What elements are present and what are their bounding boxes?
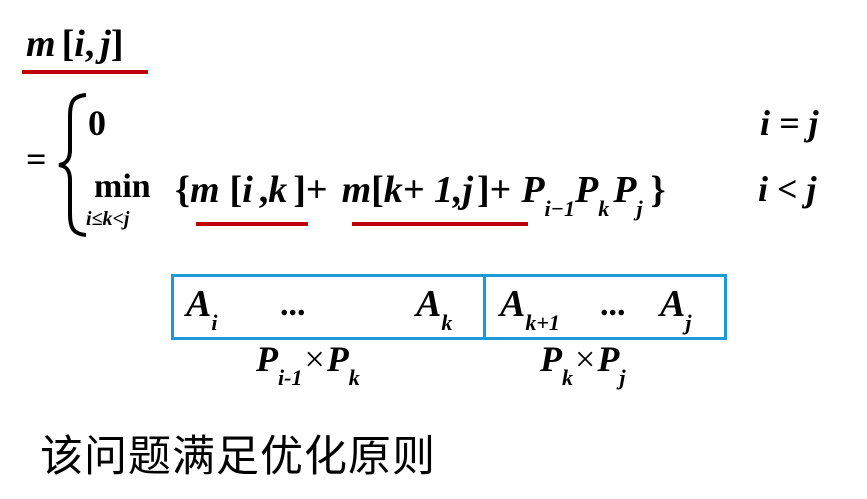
min-operator: min: [94, 168, 151, 205]
case1-value: 0: [88, 103, 106, 143]
formula-lhs: m[i,j]: [26, 22, 124, 66]
t2-close: ]: [477, 169, 490, 211]
t2-j: j: [462, 169, 474, 211]
lhs-close: ]: [110, 23, 124, 65]
lhs-comma: ,: [84, 23, 95, 65]
left-dim-p2-sub: k: [348, 365, 360, 390]
p1: P: [521, 169, 545, 211]
p3: P: [613, 169, 637, 211]
t1-k: k: [268, 169, 288, 211]
left-dots: ...: [280, 286, 306, 323]
right-a1: Ak+1: [500, 282, 560, 335]
t1-i: i: [242, 169, 253, 211]
term2-underline: [352, 222, 528, 226]
t2-k1: k+ 1,: [383, 169, 463, 211]
left-dim-p2: P: [326, 339, 349, 379]
right-dimension: Pk×Pj: [540, 338, 625, 390]
right-dim-p2-sub: j: [619, 365, 626, 390]
min-subscript: i≤k<j: [86, 208, 130, 230]
right-dots: ...: [600, 286, 626, 323]
brace-open: {: [175, 169, 190, 211]
right-dim-p1-sub: k: [562, 365, 573, 390]
left-dimension: Pi-1×Pk: [256, 338, 360, 390]
t1-open: [: [229, 169, 243, 211]
lhs-underline: [22, 70, 148, 74]
left-brace: [58, 93, 87, 237]
equals-sign: =: [26, 139, 47, 179]
right-dim-p1: P: [540, 339, 562, 379]
case2-condition: i < j: [758, 169, 817, 209]
left-a1-letter: A: [186, 283, 212, 325]
brace-close: }: [650, 169, 666, 211]
right-a1-letter: A: [500, 283, 526, 325]
right-a2: Aj: [660, 282, 691, 335]
term1-underline: [196, 222, 308, 226]
lhs-j: j: [100, 23, 111, 65]
plus-2: +: [489, 169, 512, 211]
left-a2-letter: A: [416, 283, 442, 325]
left-dim-p1-sub: i-1: [278, 365, 303, 390]
t1-close: ]: [293, 169, 306, 211]
p3-sub: j: [636, 196, 643, 221]
left-a1-sub: i: [211, 310, 218, 335]
p1-sub: i−1: [544, 196, 575, 221]
matrix-chain-divider: [483, 274, 486, 340]
p2: P: [575, 169, 599, 211]
p2-sub: k: [598, 196, 610, 221]
t2-open: [: [371, 169, 384, 211]
right-dim-p2: P: [597, 339, 620, 379]
right-a2-letter: A: [660, 283, 686, 325]
left-dim-times: ×: [304, 339, 325, 379]
t1-comma: ,: [258, 169, 269, 211]
right-a1-sub: k+1: [525, 310, 560, 335]
matrix-chain-box: [171, 274, 727, 340]
lhs-open: [: [61, 23, 75, 65]
case1-condition: i = j: [760, 103, 819, 143]
right-a2-sub: j: [685, 310, 692, 335]
plus-1: +: [305, 169, 328, 211]
t2-m: m: [341, 169, 372, 211]
lhs-m: m: [26, 23, 56, 65]
lhs-i: i: [74, 23, 85, 65]
t1-m: m: [189, 169, 220, 211]
left-a2: Ak: [416, 282, 452, 335]
left-a2-sub: k: [441, 310, 453, 335]
right-dim-times: ×: [575, 339, 596, 379]
left-a1: Ai: [186, 282, 217, 335]
left-dim-p1: P: [256, 339, 278, 379]
caption-text: 该问题满足优化原则: [40, 432, 436, 482]
